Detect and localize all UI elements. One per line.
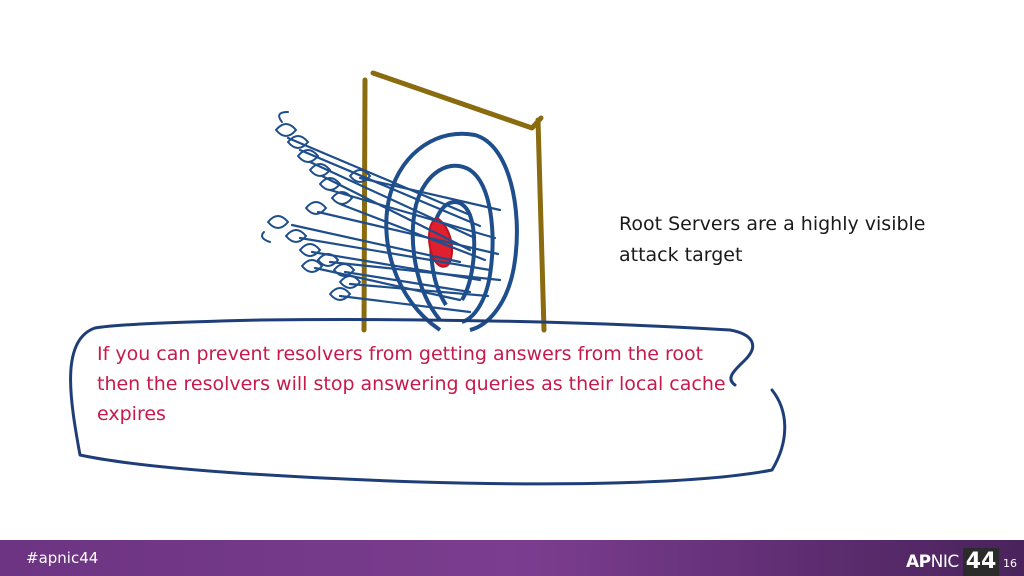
logo-nic: NIC [930,552,960,572]
arrow-fletchings [261,111,372,301]
apnic-logo: AP NIC 44 [906,548,1000,576]
arrow-shafts [286,136,502,314]
bubble-text: If you can prevent resolvers from gettin… [97,343,726,425]
slide-caption: Root Servers are a highly visible attack… [619,213,926,266]
page-number: 16 [1003,557,1017,570]
footer-bar: #apnic44 [0,540,1024,576]
logo-number: 44 [962,548,1000,576]
speech-bubble-outline [69,317,787,486]
footer-hashtag: #apnic44 [26,549,99,567]
footer-band [560,540,1024,576]
logo-ap: AP [906,552,931,572]
target-frame [361,70,547,333]
